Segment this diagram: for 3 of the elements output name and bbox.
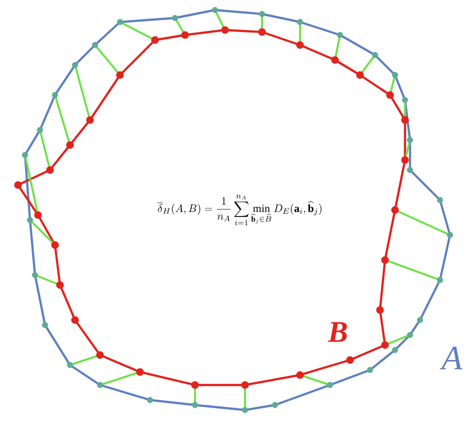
formula: $\overline{\delta}_H(A,B)=\frac{1}{n_A}\sum_{i=1}^{n_A}\min_{\widehat{\mathbf{b}}_j\in\widehat{B}} D_E(\mathbf{a}_i,\widehat{\mathbf{b}}_j)$ [157,194,322,226]
polygon-label: A [440,346,462,370]
polygon-label: B [328,322,347,342]
